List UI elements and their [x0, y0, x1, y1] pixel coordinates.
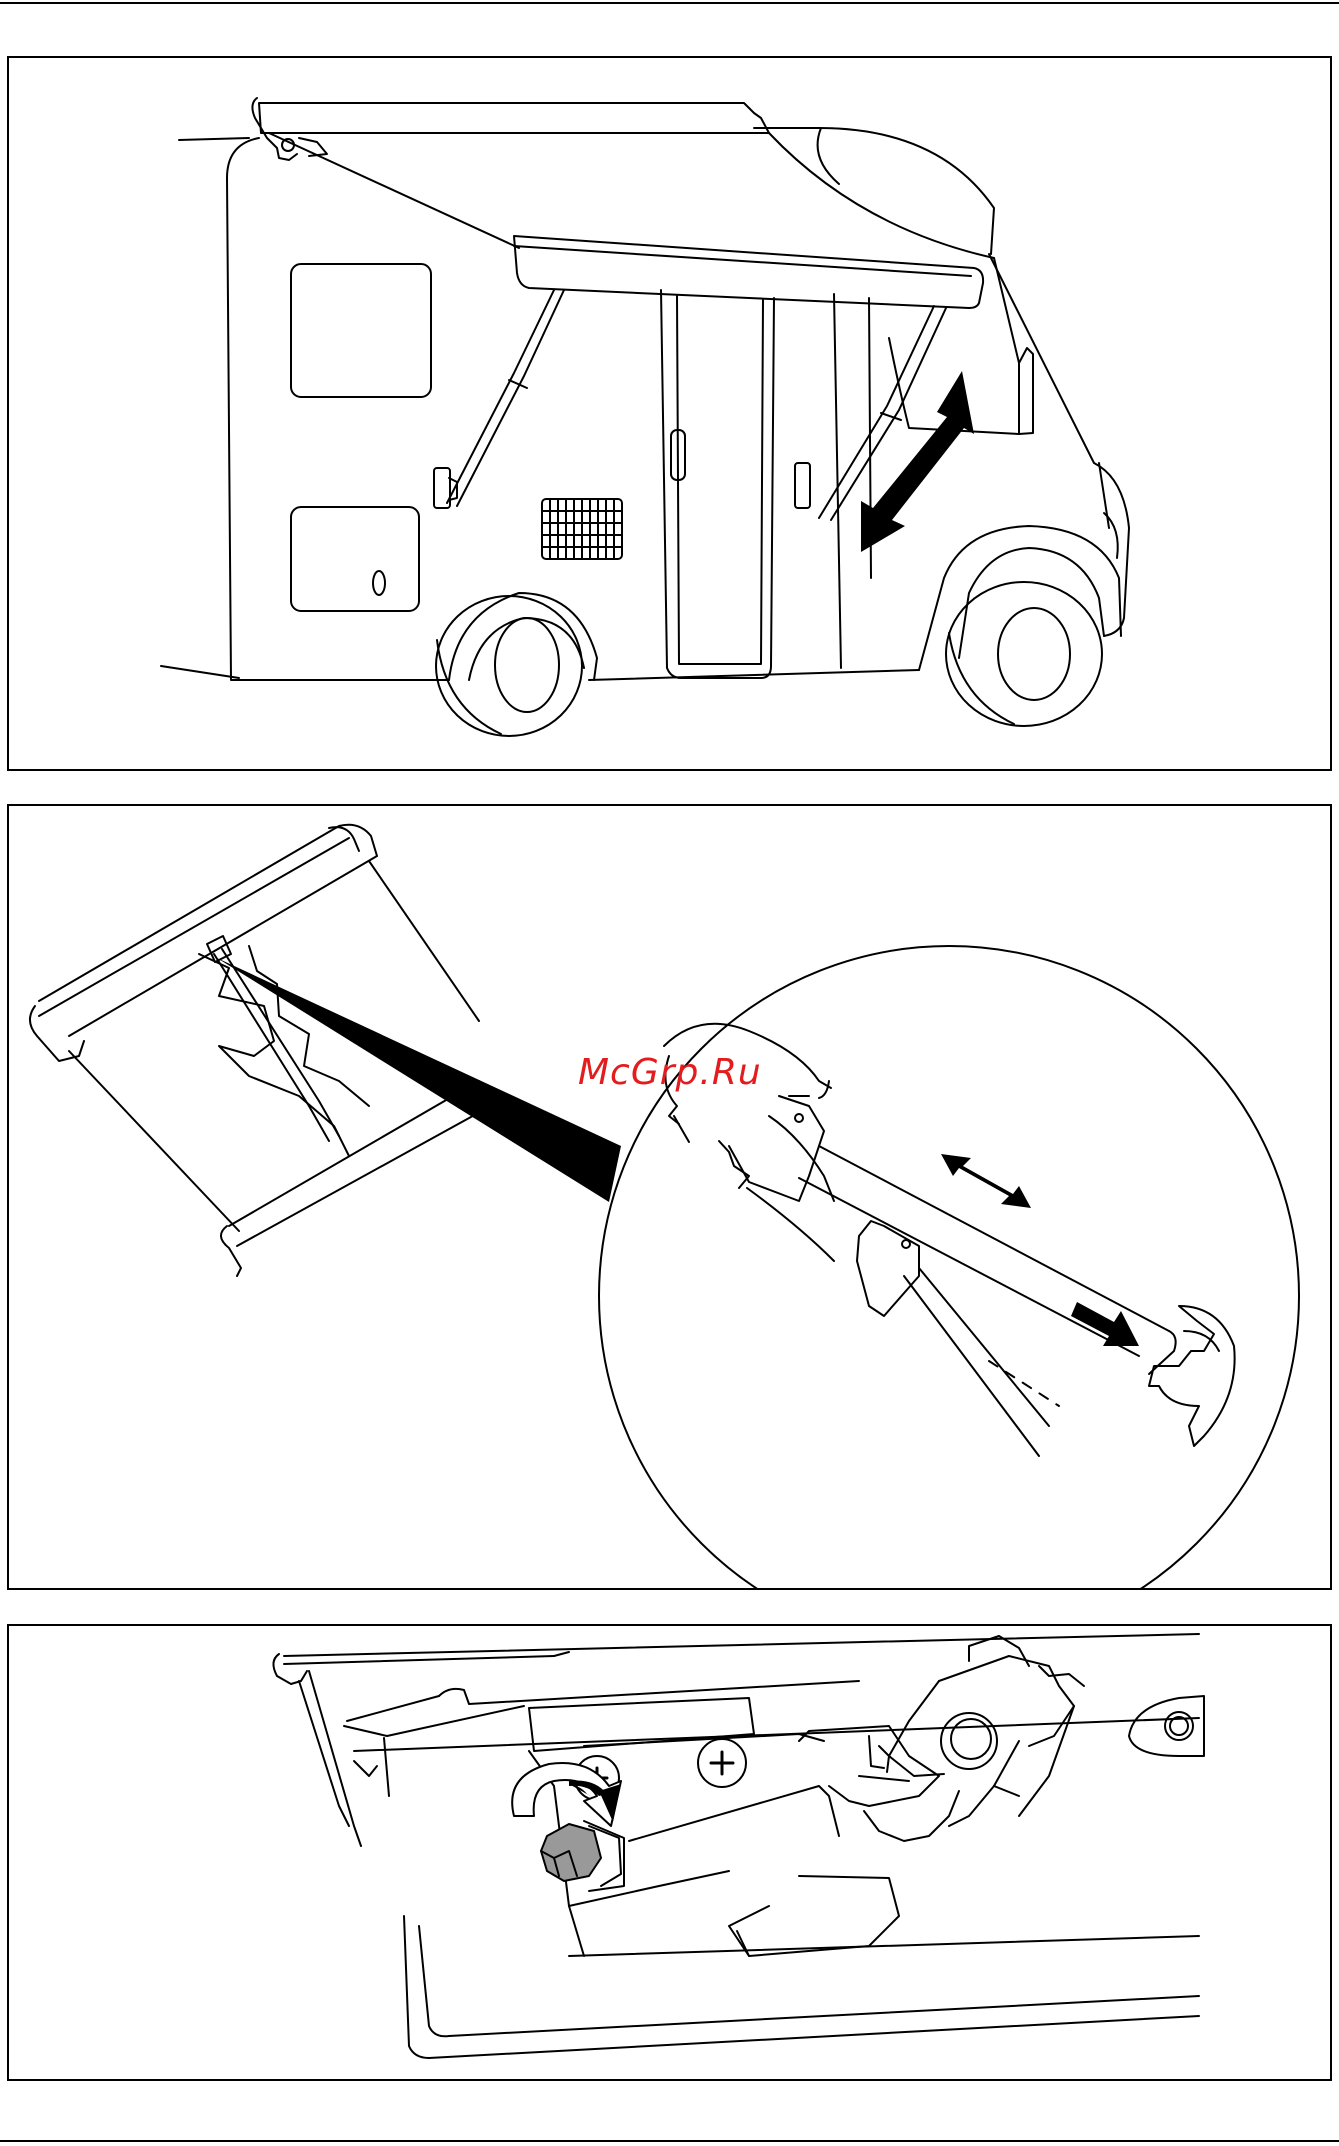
- bottom-rule: [0, 2140, 1339, 2142]
- arrow-icon: [1071, 1302, 1139, 1346]
- rotate-arrow-icon: [512, 1763, 621, 1826]
- top-rule: [0, 2, 1339, 4]
- bolt-detail-illustration: [9, 1626, 1332, 2081]
- figure-2-arm-detail: McGrp.Ru: [7, 804, 1332, 1590]
- pointer-wedge: [217, 958, 621, 1202]
- watermark-text: McGrp.Ru: [578, 1052, 762, 1093]
- arm-detail-illustration: [9, 806, 1332, 1590]
- double-arrow-icon: [941, 1154, 1031, 1208]
- double-arrow-icon: [861, 371, 974, 552]
- figure-1-camper-awning: [7, 56, 1332, 771]
- camper-illustration: [9, 58, 1332, 771]
- figure-3-bolt-detail: [7, 1624, 1332, 2081]
